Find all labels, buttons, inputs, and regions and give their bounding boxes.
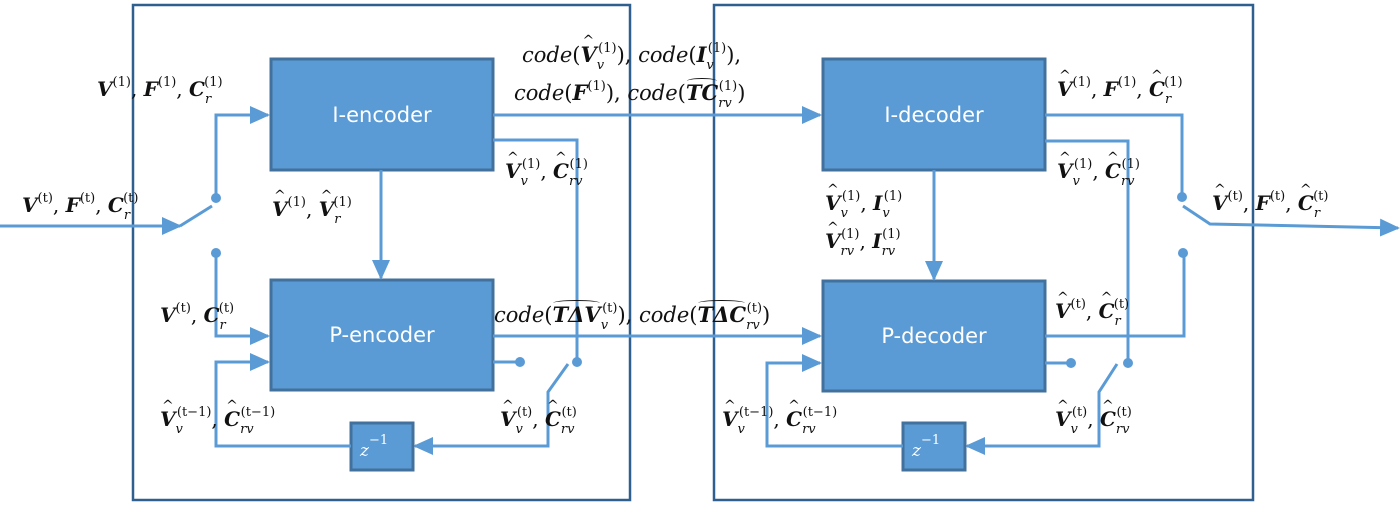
label-decoder-i-to-p-line2: Vrv(1), Irv(1) xyxy=(825,221,901,258)
switch-contact-dot xyxy=(572,357,582,367)
label-p-decoder-output: V(t), Cr(t) xyxy=(1055,291,1129,328)
wire-i-dec-recon xyxy=(1045,139,1130,363)
label-decoder-feedback-prev: Vv(t−1), Crv(t−1) xyxy=(722,399,837,436)
switch-contact-dot xyxy=(1066,358,1076,368)
label-p-encoder-input: V(t), Cr(t) xyxy=(160,301,235,333)
switch-contact-dot xyxy=(1178,248,1188,258)
label-i-to-p-encoder: V(1), Vr(1) xyxy=(272,189,352,226)
p-encoder-block xyxy=(269,278,495,392)
wire-i-dec-out xyxy=(1045,113,1184,197)
switch-contact-dot xyxy=(1177,192,1187,202)
decoder-delay-label: z−1 xyxy=(911,433,940,461)
wire-p-dec-out xyxy=(1045,253,1186,338)
decoder-delay-block xyxy=(901,421,967,472)
p-decoder-label: P-decoder xyxy=(881,324,987,348)
label-decoder-i-to-p-line1: Vv(1), Iv(1) xyxy=(825,183,902,220)
p-encoder-label: P-encoder xyxy=(329,323,435,347)
switch-contact-dot xyxy=(515,357,525,367)
encoder-input-switch xyxy=(179,204,213,228)
label-output-signals: V(t), F(t), Cr(t) xyxy=(1212,183,1328,220)
wire-i-enc-recon xyxy=(493,138,579,362)
label-i-code-line1: code(Vv(1)), code(Iv(1)), xyxy=(522,34,741,72)
label-decoder-p-recon: Vv(t), Crv(t) xyxy=(1055,399,1132,436)
encoder-feedback-wire xyxy=(214,353,351,448)
i-decoder-label: I-decoder xyxy=(884,103,984,127)
i-encoder-label: I-encoder xyxy=(332,103,432,127)
wire-to-i-encoder xyxy=(214,106,270,198)
label-i-decoder-output: V(1), F(1), Cr(1) xyxy=(1057,69,1183,106)
label-input-signals: V(t), F(t), Cr(t) xyxy=(22,191,139,223)
label-i-code-line2: code(F(1)), code(TCrv(1)) xyxy=(514,78,746,111)
encoder-frame xyxy=(131,3,632,502)
label-encoder-i-recon: Vv(1), Crv(1) xyxy=(505,151,588,188)
label-i-encoder-input: V(1), F(1), Cr(1) xyxy=(97,75,223,107)
output-switch-wire xyxy=(1182,204,1400,237)
decoder-frame xyxy=(712,3,1255,502)
label-encoder-p-recon: Vv(t), Crv(t) xyxy=(500,399,577,436)
label-encoder-feedback-prev: Vv(t−1), Crv(t−1) xyxy=(160,399,275,436)
label-p-code: code(TΔVv(t)), code(TΔCrv(t)) xyxy=(494,300,771,333)
decoder-feedback-wire xyxy=(765,354,903,448)
wire-to-p-encoder xyxy=(214,253,270,345)
switch-contact-dot xyxy=(1123,358,1133,368)
label-decoder-i-recon: Vv(1), Crv(1) xyxy=(1057,151,1140,188)
encoder-delay-label: z−1 xyxy=(359,433,388,461)
